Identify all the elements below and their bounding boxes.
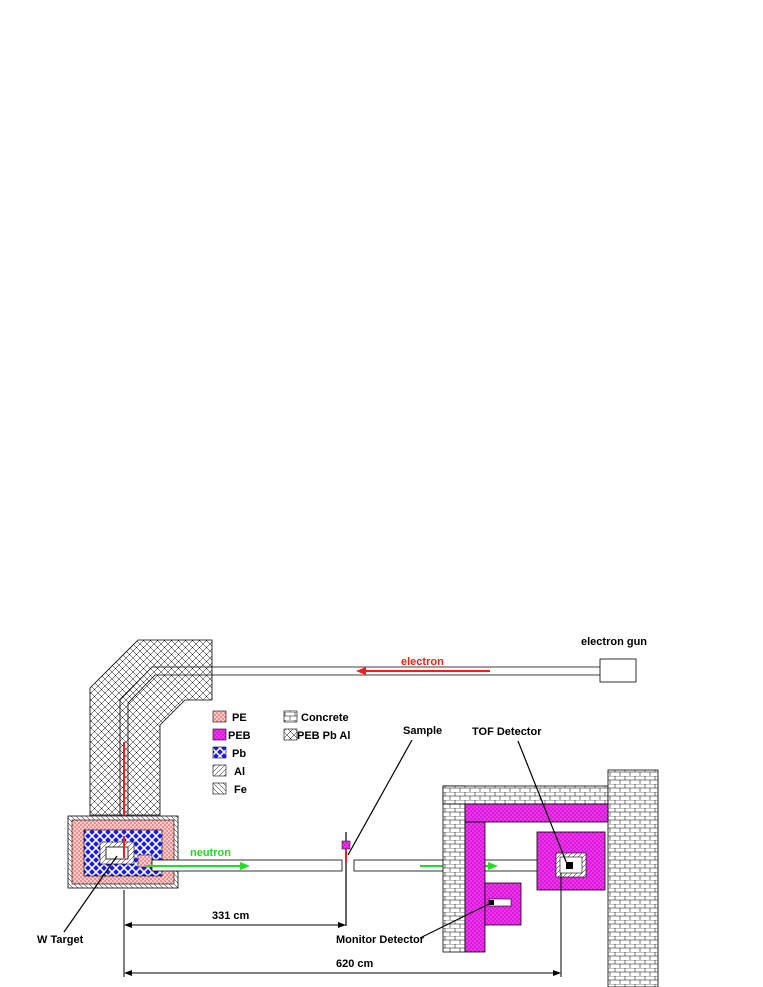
- legend-label-peb: PEB: [228, 730, 251, 742]
- electron-label: electron: [401, 656, 444, 668]
- peb-tof-block: [536, 831, 606, 891]
- legend-swatch-fe: [212, 782, 227, 795]
- w-target-leader: [63, 855, 118, 933]
- sample-holder: [341, 840, 351, 850]
- electron-arrowhead: [356, 667, 366, 675]
- concrete-roof: [442, 785, 609, 805]
- neutron-label: neutron: [190, 847, 231, 859]
- legend-swatch-pe: [212, 710, 227, 723]
- sample-leader: [347, 739, 413, 856]
- w-target-label: W Target: [37, 934, 84, 946]
- legend-label-pebpbal: PEB Pb Al: [297, 730, 350, 742]
- peb-top-bar: [464, 803, 609, 823]
- peb-left-column: [464, 821, 486, 953]
- concrete-wall-left: [442, 785, 466, 953]
- dim-331-arrow-right: [338, 922, 346, 928]
- legend-swatch-concrete: [283, 710, 298, 723]
- dim-620-label: 620 cm: [336, 958, 374, 970]
- legend-label-pb: Pb: [232, 748, 246, 760]
- legend-swatch-pebpbal: [283, 728, 298, 741]
- dim-331-label: 331 cm: [212, 910, 250, 922]
- electron-gun-label: electron gun: [581, 636, 647, 648]
- electron-beam-pipe: [119, 666, 600, 822]
- concrete-wall-right: [607, 769, 659, 987]
- legend-label-fe: Fe: [234, 784, 247, 796]
- legend: PE PEB Pb Al Fe Concrete PEB Pb Al: [212, 710, 350, 796]
- legend-swatch-peb: [212, 728, 227, 741]
- neutron-arrowhead-1: [240, 862, 250, 870]
- tof-leader: [517, 740, 568, 865]
- neutron-arrowhead-2: [488, 862, 498, 870]
- legend-label-concrete: Concrete: [301, 712, 349, 724]
- monitor-detector-label: Monitor Detector: [336, 934, 425, 946]
- tof-detector: [566, 862, 573, 869]
- legend-label-al: Al: [234, 766, 245, 778]
- legend-swatch-al: [212, 764, 227, 777]
- legend-label-pe: PE: [232, 712, 247, 724]
- sample-label: Sample: [403, 725, 442, 737]
- beam-shield-bend: [89, 639, 213, 816]
- monitor-detector: [489, 900, 494, 905]
- dim-620-arrow-left: [124, 970, 132, 976]
- legend-swatch-pb: [212, 746, 227, 759]
- tof-detector-label: TOF Detector: [472, 726, 542, 738]
- w-target: [105, 846, 129, 860]
- monitor-leader: [419, 902, 492, 939]
- electron-gun-box: [599, 658, 637, 683]
- dim-331-arrow-left: [124, 922, 132, 928]
- dim-620-arrow-right: [553, 970, 561, 976]
